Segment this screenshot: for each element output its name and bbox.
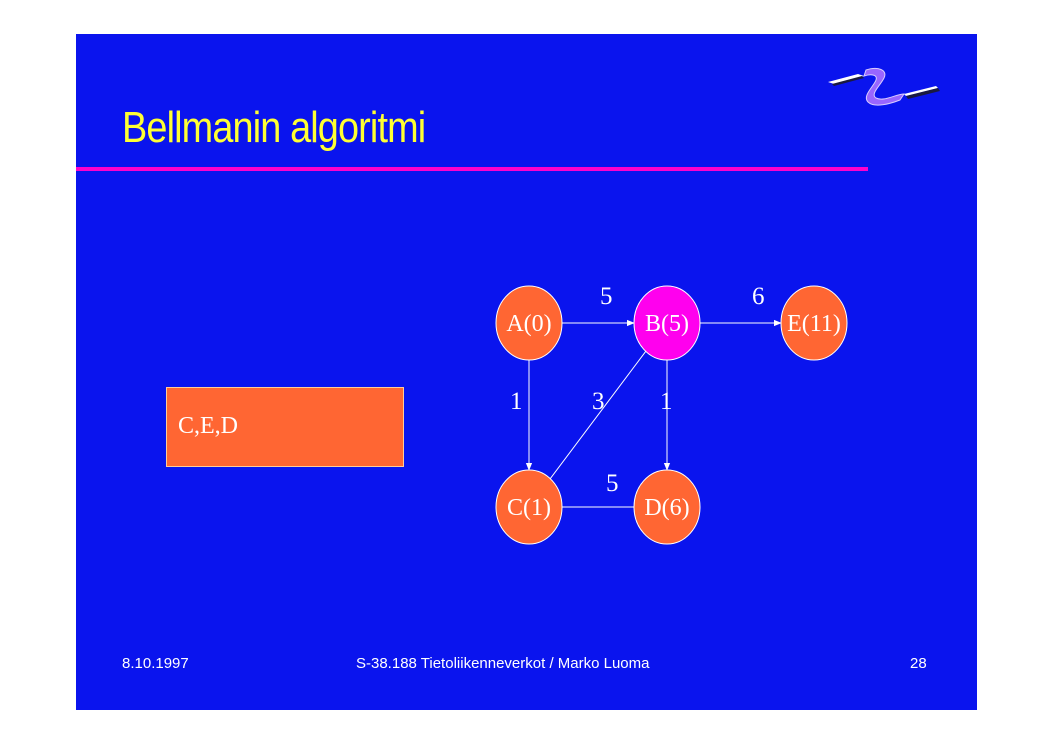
node-B-shape — [633, 285, 701, 361]
footer-course: S-38.188 Tietoliikenneverkot / Marko Luo… — [356, 655, 650, 672]
queue-box: C,E,D — [166, 387, 404, 467]
weight-layer: 5 6 1 3 1 5 — [510, 283, 765, 497]
graph-diagram: A(0) B(5) E(11) C(1) D(6) 5 6 1 3 1 5 — [495, 283, 848, 545]
node-D: D(6) — [633, 469, 701, 545]
edge-B-C — [549, 351, 647, 479]
edge-weight-B-E: 6 — [752, 283, 765, 310]
logo-lower-stroke — [904, 86, 940, 99]
node-A-label: A(0) — [506, 311, 551, 337]
node-D-label: D(6) — [644, 495, 689, 521]
edge-weight-C-D: 5 — [606, 470, 619, 497]
node-E: E(11) — [780, 285, 848, 361]
node-A-shape — [495, 285, 563, 361]
footer-page-number: 28 — [910, 655, 927, 672]
node-E-label: E(11) — [787, 311, 841, 337]
edge-layer — [525, 319, 782, 508]
slide-title: Bellmanin algoritmi — [122, 103, 426, 152]
edge-weight-B-D: 1 — [660, 388, 673, 415]
edge-weight-A-B: 5 — [600, 283, 613, 310]
zz-logo-icon — [828, 67, 940, 106]
node-C: C(1) — [495, 469, 563, 545]
footer-date: 8.10.1997 — [122, 655, 189, 672]
node-layer: A(0) B(5) E(11) C(1) D(6) — [495, 285, 848, 545]
node-B-label: B(5) — [645, 311, 689, 337]
logo-upper-stroke — [828, 74, 864, 86]
node-E-shape — [780, 285, 848, 361]
node-A: A(0) — [495, 285, 563, 361]
logo-z-shape — [863, 67, 905, 106]
node-B: B(5) — [633, 285, 701, 361]
queue-text: C,E,D — [178, 413, 238, 439]
edge-weight-B-C: 3 — [592, 388, 605, 415]
node-D-shape — [633, 469, 701, 545]
title-underline — [76, 167, 868, 171]
slide: Bellmanin algoritmi C,E,D A(0) B(5) E(11) C… — [76, 34, 977, 710]
node-C-label: C(1) — [507, 495, 551, 521]
node-C-shape — [495, 469, 563, 545]
edge-weight-A-C: 1 — [510, 388, 523, 415]
